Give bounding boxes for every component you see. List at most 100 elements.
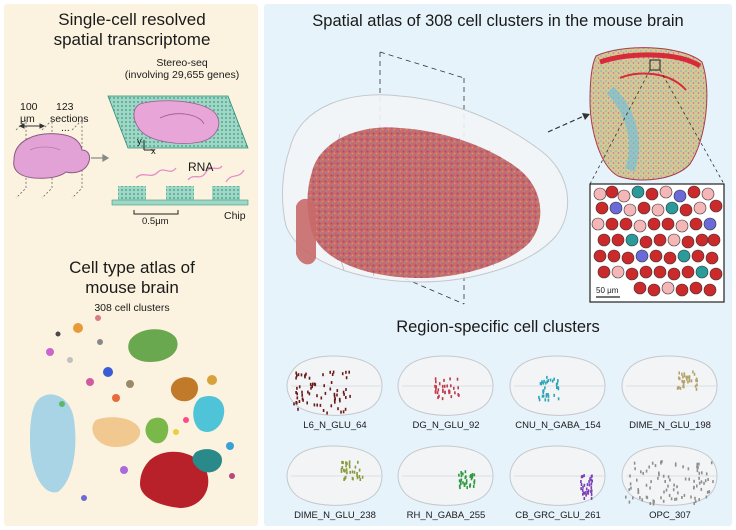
cluster-points: [434, 377, 460, 401]
cluster-point: [682, 382, 685, 386]
cluster-point: [649, 486, 651, 490]
umap-small-clusters: [46, 315, 235, 501]
cluster-point: [557, 386, 560, 390]
arrow-head: [582, 113, 590, 120]
cluster-point: [547, 398, 550, 402]
cluster-point: [296, 386, 298, 390]
cluster-point: [590, 478, 592, 482]
cluster-points: [538, 375, 560, 402]
cluster-point: [346, 462, 348, 466]
cluster-point: [344, 469, 346, 473]
cluster-point: [473, 479, 476, 483]
cluster-point: [682, 465, 684, 469]
umap-caption: 308 cell clusters: [94, 302, 170, 314]
cluster-point: [307, 390, 309, 394]
cluster-label: DIME_N_GLU_198: [629, 420, 711, 431]
cluster-point: [677, 491, 679, 495]
cluster-point: [438, 382, 441, 386]
cluster-point: [628, 500, 631, 504]
cluster-point: [581, 488, 584, 492]
cluster-point: [351, 477, 354, 480]
umap-cluster: [140, 451, 209, 508]
cluster-point: [459, 481, 462, 485]
cluster-point: [454, 391, 456, 395]
cluster-point: [313, 403, 316, 407]
cluster-thumbnail: [621, 445, 718, 506]
cluster-point: [590, 482, 593, 486]
cluster-point: [700, 487, 703, 491]
cluster-point: [345, 376, 348, 380]
cluster-point: [339, 399, 341, 403]
cluster-point: [333, 392, 336, 396]
cluster-point: [446, 384, 448, 388]
cluster-point: [697, 466, 699, 469]
cluster-point: [354, 465, 357, 469]
cluster-point: [456, 377, 459, 381]
cluster-point: [329, 387, 332, 391]
cluster-point: [295, 391, 297, 394]
zoom-cells: [591, 185, 723, 297]
cluster-point: [469, 475, 472, 478]
cluster-point: [663, 490, 665, 494]
cluster-point: [642, 471, 644, 475]
axis-x-label: x: [151, 146, 156, 157]
cluster-point: [686, 377, 688, 381]
cluster-point: [632, 496, 634, 500]
cluster-point: [538, 395, 540, 399]
cluster-point: [298, 385, 301, 389]
cluster-point: [587, 490, 589, 494]
cluster-point: [465, 479, 468, 483]
cluster-point: [345, 370, 347, 374]
cluster-point: [340, 469, 343, 473]
cluster-point: [435, 387, 437, 391]
cluster-point: [678, 371, 680, 375]
cluster-point: [435, 385, 437, 389]
stereo-seq-label: Stereo-seq (involving 29,655 genes): [124, 57, 240, 81]
cluster-point: [657, 476, 659, 480]
cluster-point: [342, 461, 344, 465]
cluster-point: [336, 389, 339, 393]
cluster-point: [459, 486, 461, 490]
cluster-point: [541, 380, 543, 384]
cluster-thumbnail: [397, 445, 494, 506]
rna-strands: [135, 165, 245, 183]
cluster-point: [547, 393, 549, 396]
cluster-point: [306, 401, 308, 405]
cluster-point: [634, 467, 636, 471]
cluster-point: [706, 490, 709, 494]
cluster-point: [453, 386, 455, 390]
cluster-point: [688, 379, 691, 383]
cluster-point: [545, 394, 548, 398]
cluster-point: [698, 481, 701, 485]
cluster-point: [694, 384, 697, 388]
cluster-point: [542, 391, 545, 395]
cluster-point: [645, 469, 648, 473]
cluster-point: [693, 479, 695, 483]
cluster-point: [322, 409, 325, 412]
cluster-point: [580, 480, 582, 483]
cluster-point: [695, 377, 698, 381]
cluster-point: [358, 475, 361, 478]
cluster-point: [648, 465, 650, 469]
cluster-point: [472, 485, 475, 488]
cluster-point: [693, 372, 696, 376]
cluster-point: [653, 500, 655, 504]
cluster-point: [305, 372, 307, 376]
cluster-point: [583, 491, 586, 495]
thickness-value: 100: [20, 101, 38, 113]
cluster-point: [343, 468, 345, 472]
cluster-points: [676, 370, 698, 391]
cluster-point: [345, 396, 347, 399]
cluster-point: [650, 480, 652, 484]
cluster-point: [583, 497, 586, 500]
cluster-point: [582, 485, 584, 489]
st-title: Single-cell resolved spatial transcripto…: [53, 10, 211, 49]
cluster-point: [683, 380, 686, 384]
cluster-point: [696, 465, 698, 469]
cluster-point: [678, 376, 680, 380]
scale-bar: [133, 210, 179, 215]
tissue-section: [133, 100, 220, 144]
cluster-point: [316, 403, 318, 407]
cluster-point: [320, 396, 323, 400]
